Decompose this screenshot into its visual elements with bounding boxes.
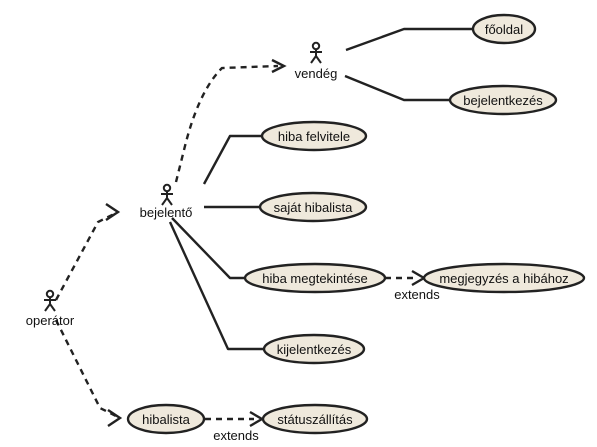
use-case-hibalista[interactable]: hibalista [126, 403, 206, 435]
use-case-label: bejelentkezés [463, 93, 543, 108]
extends-label-statuszallitas: extends [213, 428, 259, 443]
arrow-head-vendeg [271, 58, 287, 74]
use-case-label: főoldal [485, 22, 523, 37]
actor-head [311, 41, 321, 51]
use-case-megjegyzes[interactable]: megjegyzés a hibához [422, 262, 586, 294]
extends-label-megjegyzes: extends [394, 287, 440, 302]
link-operator-to-bejelento [54, 210, 119, 301]
use-case-hiba-megtekintese[interactable]: hiba megtekintése [243, 262, 387, 294]
link-operator-to-hibalista [54, 319, 121, 420]
arrow-head-hibalista [107, 409, 123, 427]
use-case-label: hiba megtekintése [262, 271, 368, 286]
use-case-label: hibalista [142, 412, 190, 427]
use-case-fooldal[interactable]: főoldal [471, 13, 537, 45]
link-vendeg-fooldal [345, 27, 472, 52]
actor-body [161, 191, 173, 206]
use-case-bejelentkezes[interactable]: bejelentkezés [448, 84, 558, 116]
use-case-label: megjegyzés a hibához [439, 271, 568, 286]
use-case-label: státuszállítás [277, 412, 353, 427]
arrow-head-bejelento [105, 203, 121, 221]
actor-body [310, 49, 322, 64]
generalization-links [54, 58, 287, 427]
use-case-label: kijelentkezés [277, 342, 352, 357]
actor-head [45, 289, 55, 299]
use-case-statuszallitas[interactable]: státuszállítás [261, 403, 369, 435]
use-case-label: hiba felvitele [278, 129, 350, 144]
actor-bejelento: bejelentő [140, 183, 193, 220]
actor-label-vendeg: vendég [295, 66, 338, 81]
actor-operator: operátor [26, 289, 75, 328]
use-case-hiba-felvitele[interactable]: hiba felvitele [260, 120, 368, 152]
association-links [168, 27, 472, 351]
use-case-kijelentkezes[interactable]: kijelentkezés [262, 333, 366, 365]
actor-head [162, 183, 172, 193]
arrow-head-megjegyzes [411, 269, 427, 287]
use-case-sajat-hibalista[interactable]: saját hibalista [258, 191, 368, 223]
actor-vendeg: vendég [295, 41, 338, 81]
link-vendeg-bejelentkezes [344, 74, 451, 102]
actor-body [44, 297, 56, 312]
actor-label-bejelento: bejelentő [140, 205, 193, 220]
link-bejelento-hiba-megtekintese [171, 217, 246, 280]
link-bejelento-kijelentkezes [168, 221, 264, 351]
link-bejelento-to-vendeg [174, 64, 279, 183]
link-bejelento-hiba-felvitele [202, 134, 262, 185]
use-case-label: saját hibalista [274, 200, 354, 215]
actor-label-operator: operátor [26, 313, 75, 328]
